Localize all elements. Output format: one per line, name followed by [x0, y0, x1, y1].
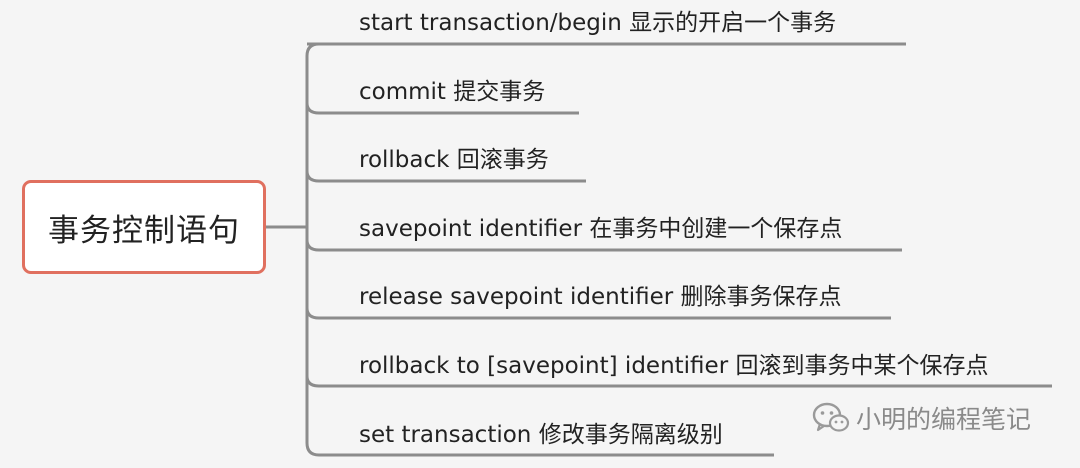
branch-underline [305, 307, 891, 320]
branch-start-transaction[interactable]: start transaction/begin 显示的开启一个事务 [359, 10, 837, 36]
branch-underline [305, 375, 1052, 388]
branch-rollback[interactable]: rollback 回滚事务 [359, 147, 549, 173]
branch-release-savepoint[interactable]: release savepoint identifier 删除事务保存点 [359, 284, 842, 310]
root-topic-label: 事务控制语句 [48, 212, 240, 249]
branch-set-transaction[interactable]: set transaction 修改事务隔离级别 [359, 422, 723, 448]
branch-commit[interactable]: commit 提交事务 [359, 79, 546, 105]
branch-underline [305, 170, 586, 183]
branch-underline [305, 239, 902, 252]
root-topic[interactable]: 事务控制语句 [22, 180, 266, 274]
branch-savepoint[interactable]: savepoint identifier 在事务中创建一个保存点 [359, 216, 843, 242]
branch-underline [305, 102, 579, 115]
wechat-icon [812, 402, 850, 432]
watermark: 小明的编程笔记 [812, 400, 1031, 436]
watermark-text: 小明的编程笔记 [856, 405, 1032, 434]
branch-rollback-to-savepoint[interactable]: rollback to [savepoint] identifier 回滚到事务… [359, 353, 989, 379]
